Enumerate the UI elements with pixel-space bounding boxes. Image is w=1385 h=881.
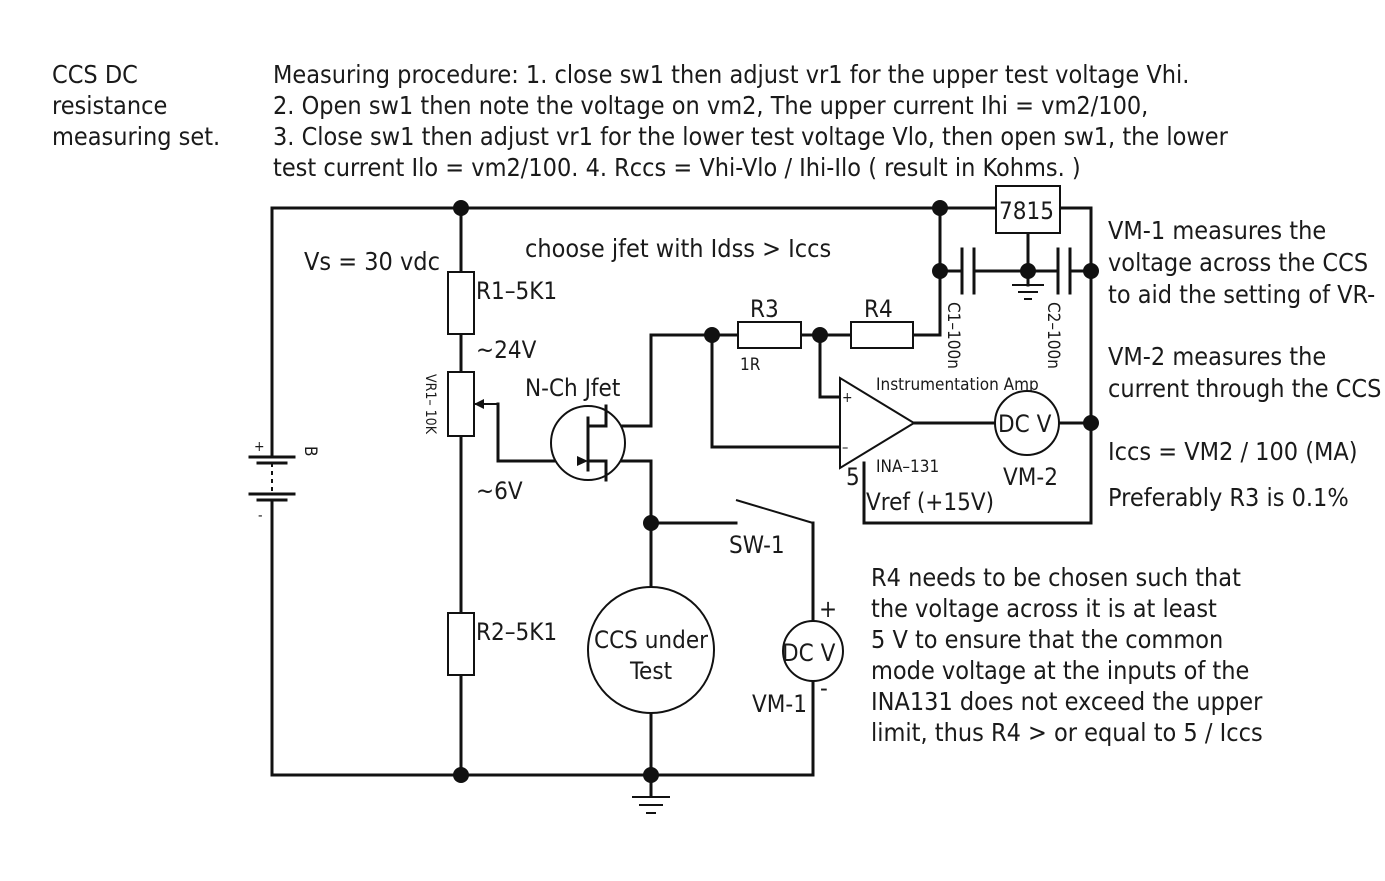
vref-label: Vref (+15V) bbox=[866, 488, 994, 516]
title-block: CCS DC resistance measuring set. bbox=[52, 60, 220, 151]
vr1-label: VR1– 10K bbox=[422, 374, 438, 435]
voltmeter-vm2: DC V bbox=[994, 390, 1060, 456]
junction-dot bbox=[932, 263, 948, 279]
wiper-arrow bbox=[474, 399, 484, 409]
resistor-r2 bbox=[447, 612, 475, 676]
procedure-line: test current Ilo = vm2/100. 4. Rccs = Vh… bbox=[273, 153, 1081, 182]
procedure-line: Measuring procedure: 1. close sw1 then a… bbox=[273, 60, 1189, 89]
battery-plus: + bbox=[254, 439, 265, 455]
r4-note-line: INA131 does not exceed the upper bbox=[871, 687, 1263, 716]
voltmeter-vm1: DC V + - bbox=[782, 595, 844, 702]
gate-arrow bbox=[577, 456, 588, 466]
vm2-note-line: VM-2 measures the bbox=[1108, 342, 1326, 371]
jfet-label: N-Ch Jfet bbox=[525, 374, 620, 402]
vm2-meter-text: DC V bbox=[998, 410, 1052, 438]
junction-dot bbox=[453, 200, 469, 216]
vm2-label: VM-2 bbox=[1003, 463, 1058, 491]
ccs-label-line: CCS under bbox=[594, 626, 708, 654]
regulator-7815 bbox=[995, 185, 1061, 234]
resistor-r3 bbox=[737, 321, 802, 349]
instrumentation-amplifier: + – bbox=[839, 376, 916, 470]
procedure-line: 2. Open sw1 then note the voltage on vm2… bbox=[273, 91, 1148, 120]
junction-dot bbox=[932, 200, 948, 216]
junction-dot bbox=[1020, 263, 1036, 279]
r4-note-line: the voltage across it is at least bbox=[871, 594, 1217, 623]
r3-tolerance-note: Preferably R3 is 0.1% bbox=[1108, 483, 1349, 512]
title-line: measuring set. bbox=[52, 122, 220, 151]
resistor-r4 bbox=[850, 321, 914, 349]
switch-label: SW-1 bbox=[729, 531, 785, 559]
junction-dot bbox=[1083, 415, 1099, 431]
regulator-label: 7815 bbox=[999, 197, 1054, 225]
junction-dot bbox=[643, 767, 659, 783]
junction-dot bbox=[453, 767, 469, 783]
procedure-line: 3. Close sw1 then adjust vr1 for the low… bbox=[273, 122, 1229, 151]
amp-title: Instrumentation Amp bbox=[876, 375, 1039, 395]
junction-dot bbox=[812, 327, 828, 343]
supply-label: Vs = 30 vdc bbox=[304, 247, 440, 276]
vm2-note-line: current through the CCS bbox=[1108, 374, 1381, 403]
high-voltage-label: ~24V bbox=[476, 336, 537, 364]
ccs-label-line: Test bbox=[629, 657, 672, 685]
r3-value: 1R bbox=[740, 355, 761, 375]
c1-label: C1–100n bbox=[943, 302, 963, 369]
vm1-note-line: voltage across the CCS bbox=[1108, 248, 1368, 277]
formula-note: Iccs = VM2 / 100 (MA) bbox=[1108, 437, 1358, 466]
battery-minus: - bbox=[258, 508, 263, 524]
junction-dot bbox=[1083, 263, 1099, 279]
r4-note-line: mode voltage at the inputs of the bbox=[871, 656, 1249, 685]
low-voltage-label: ~6V bbox=[476, 477, 523, 505]
r2-label: R2–5K1 bbox=[476, 618, 557, 646]
right-notes: VM-1 measures the voltage across the CCS… bbox=[1108, 216, 1381, 512]
r4-note-line: limit, thus R4 > or equal to 5 / Iccs bbox=[871, 718, 1263, 747]
title-line: resistance bbox=[52, 91, 167, 120]
ground-symbol-main bbox=[632, 796, 670, 814]
vm1-plus: + bbox=[819, 595, 837, 623]
junction-dot bbox=[704, 327, 720, 343]
r3-label: R3 bbox=[750, 295, 779, 323]
jfet-transistor bbox=[550, 404, 626, 482]
vm1-note-line: to aid the setting of VR- bbox=[1108, 280, 1375, 309]
amp-plus-pin: + bbox=[842, 390, 853, 406]
c2-label: C2–100n bbox=[1043, 302, 1063, 369]
junction-dots bbox=[453, 200, 1099, 783]
battery-label: B bbox=[300, 446, 320, 457]
potentiometer-vr1: VR1– 10K bbox=[422, 371, 498, 437]
r4-label: R4 bbox=[864, 295, 893, 323]
resistor-r1 bbox=[447, 271, 475, 335]
vm1-meter-text: DC V bbox=[782, 639, 836, 667]
vm1-minus: - bbox=[820, 674, 828, 702]
ccs-under-test: CCS under Test bbox=[587, 586, 715, 714]
r1-label: R1–5K1 bbox=[476, 277, 557, 305]
capacitor-c1: C1–100n bbox=[943, 247, 976, 369]
r4-note-block: R4 needs to be chosen such that the volt… bbox=[871, 563, 1263, 747]
amp-minus-pin: – bbox=[842, 440, 848, 456]
jfet-hint: choose jfet with Idss > Iccs bbox=[525, 234, 831, 263]
r4-note-line: 5 V to ensure that the common bbox=[871, 625, 1223, 654]
procedure-block: Measuring procedure: 1. close sw1 then a… bbox=[273, 60, 1229, 182]
junction-dot bbox=[643, 515, 659, 531]
amp-chip-label: INA–131 bbox=[876, 457, 939, 477]
battery-b: + - B bbox=[248, 438, 320, 524]
capacitor-c2: C2–100n bbox=[1043, 247, 1072, 369]
amp-pin-number: 5 bbox=[846, 463, 860, 491]
vm1-note-line: VM-1 measures the bbox=[1108, 216, 1326, 245]
r4-note-line: R4 needs to be chosen such that bbox=[871, 563, 1241, 592]
title-line: CCS DC bbox=[52, 60, 138, 89]
ground-symbol-regulator bbox=[1012, 284, 1044, 300]
vm1-label: VM-1 bbox=[752, 690, 807, 718]
